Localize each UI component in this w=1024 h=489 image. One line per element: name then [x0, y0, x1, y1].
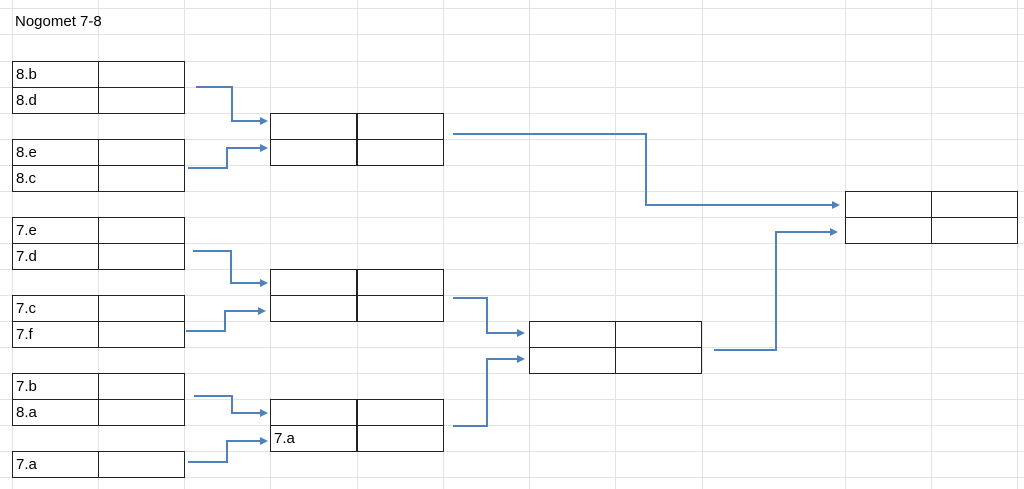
- team-cell[interactable]: [270, 113, 357, 140]
- score-cell[interactable]: [931, 191, 1018, 218]
- team-cell[interactable]: [270, 399, 357, 426]
- team-cell[interactable]: [270, 269, 357, 296]
- team-cell[interactable]: 7.c: [12, 295, 99, 322]
- team-cell[interactable]: [270, 139, 357, 166]
- score-cell[interactable]: [615, 347, 702, 374]
- score-cell[interactable]: [98, 373, 185, 400]
- team-cell[interactable]: 7.a: [270, 425, 357, 452]
- team-cell[interactable]: 7.d: [12, 243, 99, 270]
- score-cell[interactable]: [98, 321, 185, 348]
- score-cell[interactable]: [98, 165, 185, 192]
- team-cell[interactable]: 8.c: [12, 165, 99, 192]
- arrow-connector: [714, 228, 838, 351]
- score-cell[interactable]: [615, 321, 702, 348]
- score-cell[interactable]: [357, 425, 444, 452]
- team-cell[interactable]: [845, 191, 932, 218]
- score-cell[interactable]: [98, 61, 185, 88]
- team-cell[interactable]: 8.e: [12, 139, 99, 166]
- arrow-connector: [186, 307, 266, 332]
- arrow-connector: [453, 133, 840, 209]
- score-cell[interactable]: [357, 399, 444, 426]
- sheet-title[interactable]: Nogomet 7-8: [15, 13, 102, 30]
- score-cell[interactable]: [357, 295, 444, 322]
- team-cell[interactable]: 7.a: [12, 451, 99, 478]
- team-cell[interactable]: 8.d: [12, 87, 99, 114]
- score-cell[interactable]: [357, 269, 444, 296]
- arrow-connector: [453, 297, 525, 337]
- team-cell[interactable]: [845, 217, 932, 244]
- arrow-connector: [188, 144, 268, 169]
- score-cell[interactable]: [357, 139, 444, 166]
- arrow-connector: [188, 437, 268, 463]
- arrow-connector: [453, 355, 525, 427]
- arrow-connector: [196, 86, 268, 125]
- team-cell[interactable]: [270, 295, 357, 322]
- score-cell[interactable]: [98, 87, 185, 114]
- score-cell[interactable]: [98, 399, 185, 426]
- arrow-connector: [194, 395, 268, 417]
- arrow-connector: [193, 250, 268, 287]
- team-cell[interactable]: 7.f: [12, 321, 99, 348]
- score-cell[interactable]: [98, 243, 185, 270]
- score-cell[interactable]: [98, 451, 185, 478]
- score-cell[interactable]: [931, 217, 1018, 244]
